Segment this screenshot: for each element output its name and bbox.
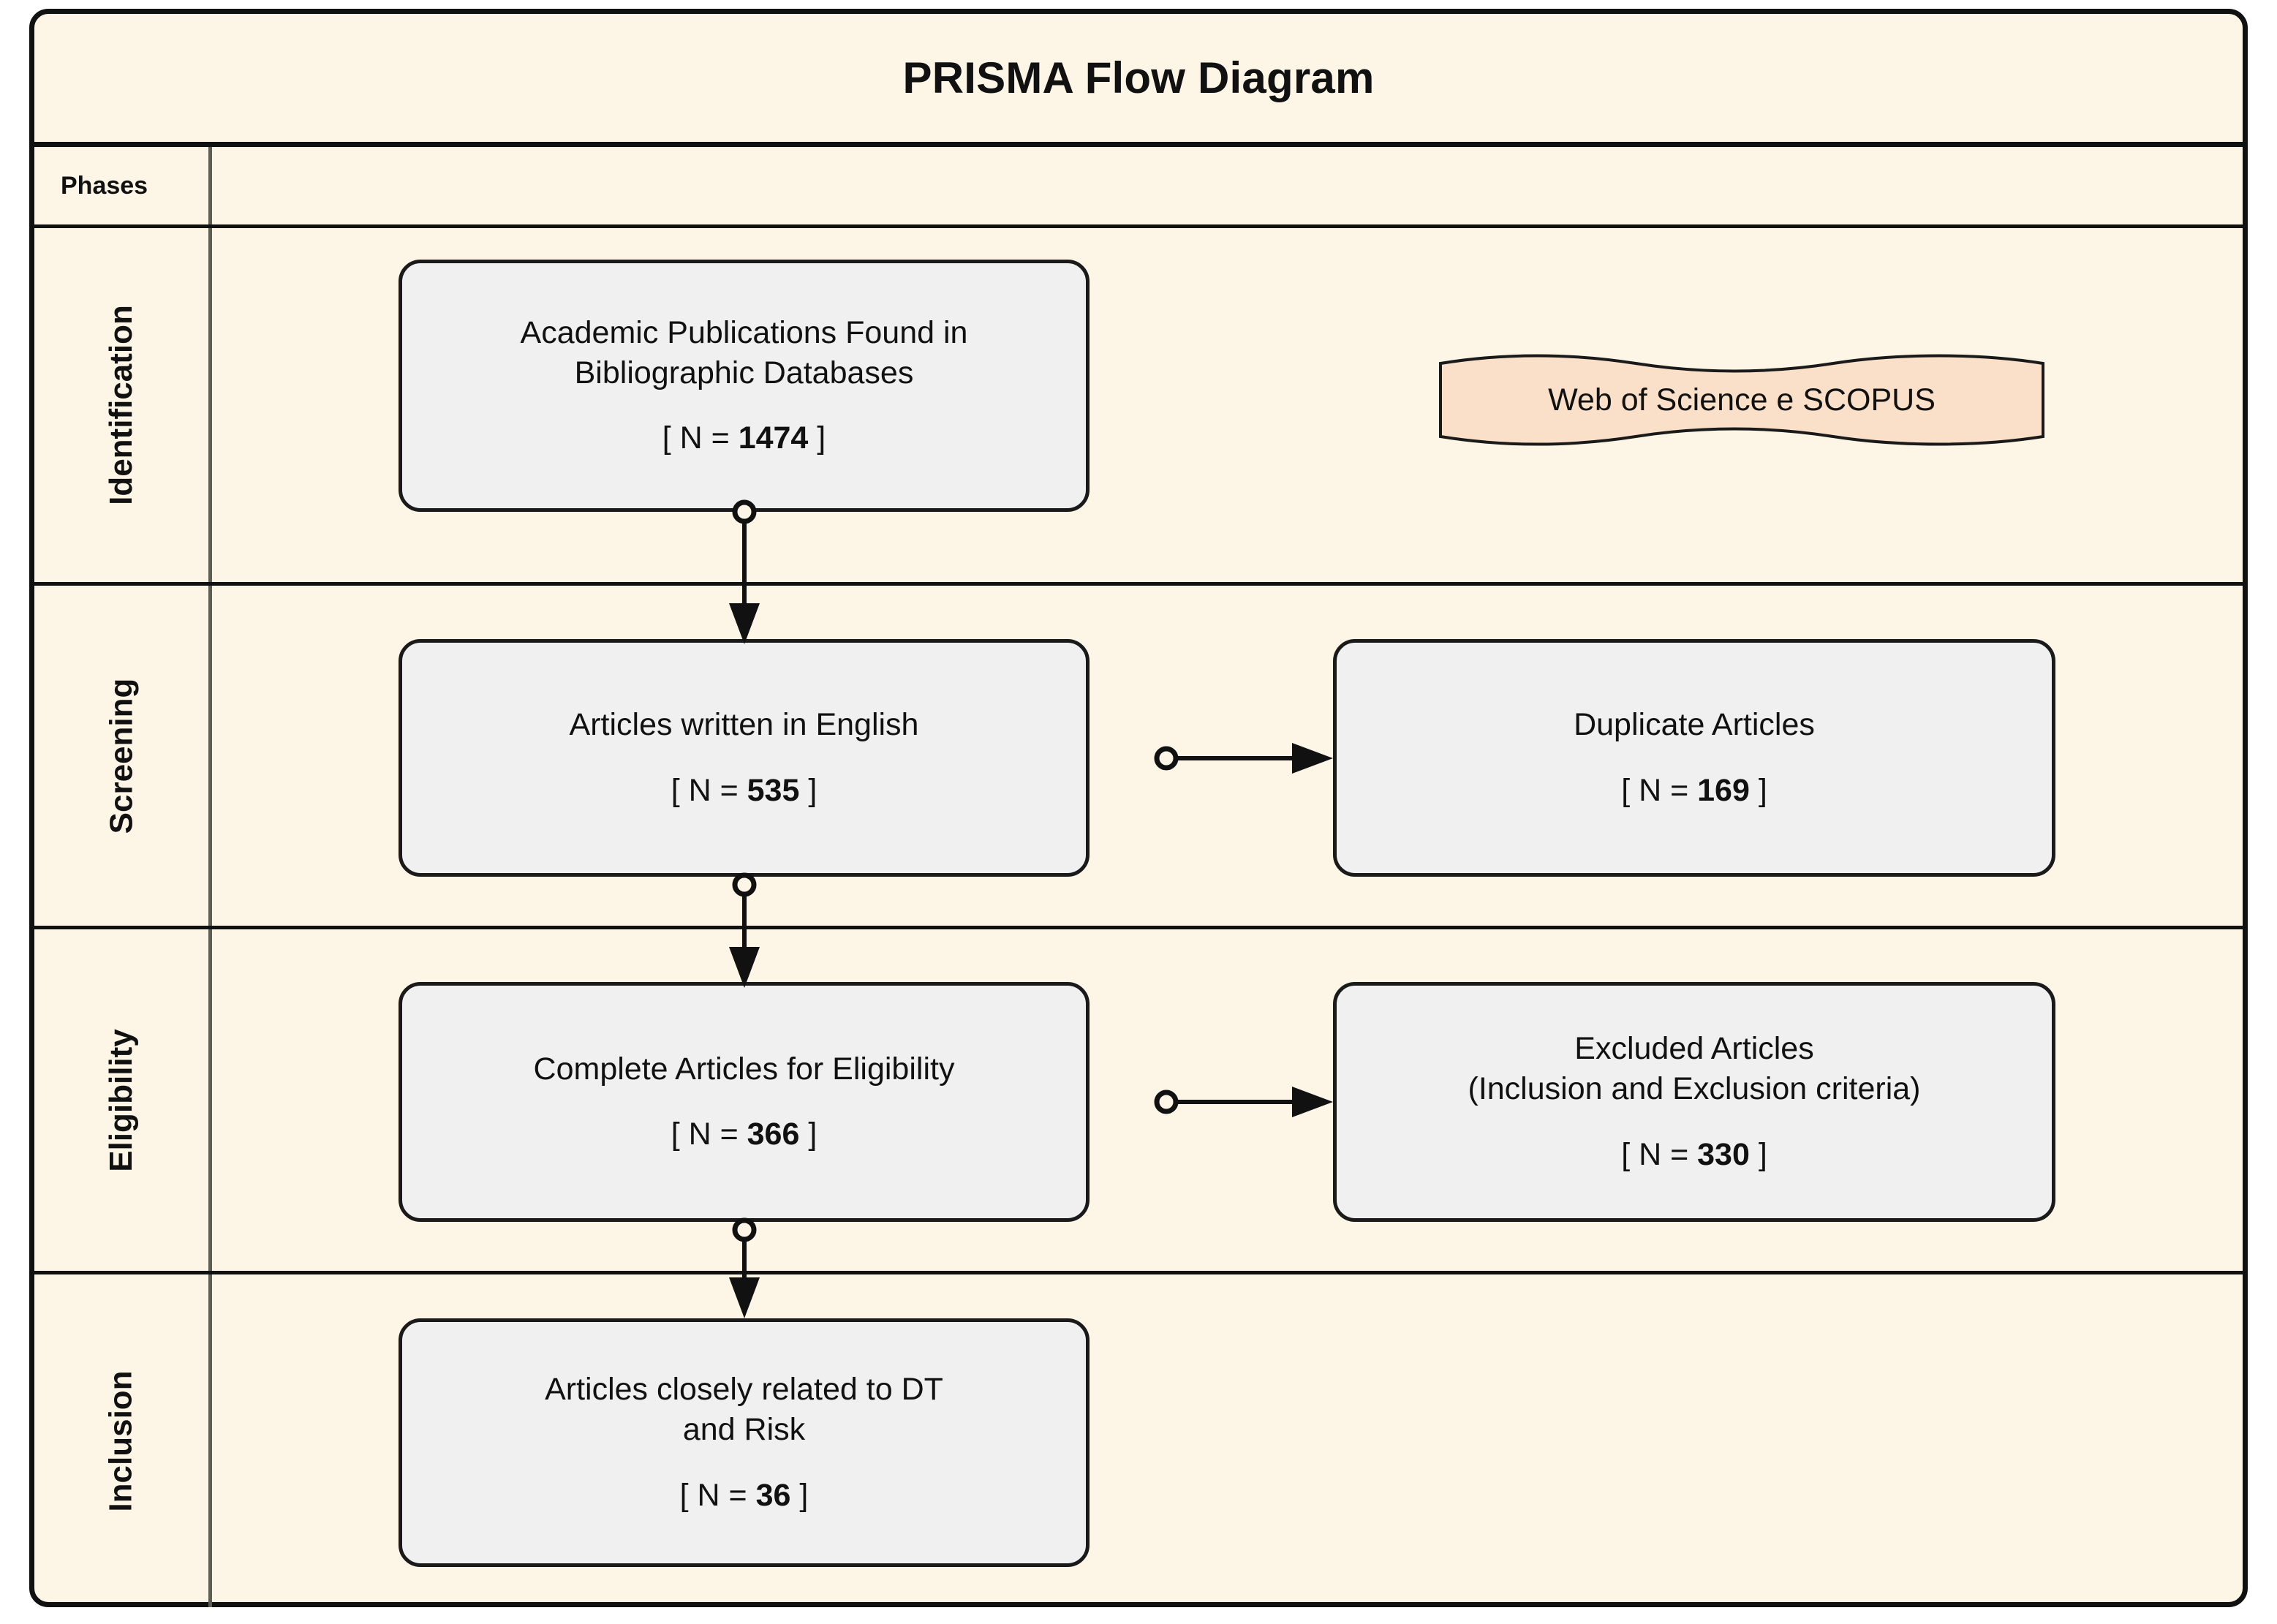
count-value: 169	[1697, 772, 1750, 808]
node-articles-english-title: Articles written in English	[569, 707, 919, 743]
count-prefix: [ N =	[1621, 1136, 1698, 1172]
node-complete-articles-eligibility[interactable]: Complete Articles for Eligibility [ N = …	[399, 982, 1090, 1222]
node-complete-articles-eligibility-title: Complete Articles for Eligibility	[533, 1051, 955, 1087]
phase-content-screening: Articles written in English [ N = 535 ] …	[212, 586, 2243, 926]
phase-label-cell-eligibility: Eligibility	[34, 929, 212, 1271]
phases-header-cell: Phases	[34, 147, 212, 224]
phase-label-cell-screening: Screening	[34, 586, 212, 926]
node-articles-dt-risk-title: Articles closely related to DT and Risk	[545, 1372, 943, 1448]
count-prefix: [ N =	[671, 772, 747, 808]
node-articles-english[interactable]: Articles written in English [ N = 535 ]	[399, 639, 1090, 877]
count-prefix: [ N =	[1621, 772, 1698, 808]
node-publications-found-title: Academic Publications Found in Bibliogra…	[520, 314, 968, 390]
wavy-document-icon	[1439, 354, 2044, 446]
count-prefix: [ N =	[662, 420, 739, 456]
count-value: 366	[747, 1117, 800, 1152]
node-excluded-articles-count: [ N = 330 ]	[1621, 1135, 1767, 1175]
phase-label-cell-identification: Identification	[34, 228, 212, 582]
count-value: 535	[747, 772, 800, 808]
phase-content-identification: Academic Publications Found in Bibliogra…	[212, 228, 2243, 582]
count-value: 36	[755, 1477, 791, 1513]
node-complete-articles-eligibility-count: [ N = 366 ]	[671, 1114, 817, 1155]
node-publications-found-count: [ N = 1474 ]	[662, 418, 826, 458]
diagram-title-band: PRISMA Flow Diagram	[34, 14, 2243, 147]
node-duplicate-articles[interactable]: Duplicate Articles [ N = 169 ]	[1333, 639, 2055, 877]
diagram-frame: PRISMA Flow Diagram Phases Identificatio…	[29, 9, 2248, 1607]
count-suffix: ]	[799, 772, 817, 808]
phase-content-inclusion: Articles closely related to DT and Risk …	[212, 1274, 2243, 1607]
count-value: 1474	[738, 420, 809, 456]
node-publications-found[interactable]: Academic Publications Found in Bibliogra…	[399, 260, 1090, 512]
count-suffix: ]	[799, 1117, 817, 1152]
phase-row-inclusion: Inclusion Articles closely related to DT…	[34, 1274, 2243, 1607]
phase-row-eligibility: Eligibility Complete Articles for Eligib…	[34, 929, 2243, 1274]
phases-header-content	[212, 147, 2243, 224]
count-prefix: [ N =	[679, 1477, 756, 1513]
phase-row-identification: Identification Academic Publications Fou…	[34, 228, 2243, 586]
node-articles-dt-risk-count: [ N = 36 ]	[680, 1476, 809, 1516]
phases-header-label: Phases	[61, 171, 148, 200]
phase-content-eligibility: Complete Articles for Eligibility [ N = …	[212, 929, 2243, 1271]
phase-label-eligibility: Eligibility	[102, 1028, 139, 1172]
page-title: PRISMA Flow Diagram	[902, 53, 1375, 102]
count-suffix: ]	[1749, 1136, 1767, 1172]
node-duplicate-articles-count: [ N = 169 ]	[1621, 771, 1767, 811]
count-prefix: [ N =	[671, 1117, 747, 1152]
source-databases-banner: Web of Science e SCOPUS	[1438, 352, 2045, 448]
phase-label-identification: Identification	[103, 305, 139, 505]
phase-row-screening: Screening Articles written in English [ …	[34, 586, 2243, 929]
node-articles-english-count: [ N = 535 ]	[671, 771, 817, 811]
node-duplicate-articles-title: Duplicate Articles	[1574, 707, 1815, 743]
phase-label-screening: Screening	[103, 678, 139, 834]
node-excluded-articles-title: Excluded Articles (Inclusion and Exclusi…	[1468, 1031, 1921, 1107]
count-suffix: ]	[808, 420, 826, 456]
node-articles-dt-risk[interactable]: Articles closely related to DT and Risk …	[399, 1318, 1090, 1567]
phases-header-row: Phases	[34, 147, 2243, 228]
count-suffix: ]	[1749, 772, 1767, 808]
count-suffix: ]	[790, 1477, 809, 1513]
node-excluded-articles[interactable]: Excluded Articles (Inclusion and Exclusi…	[1333, 982, 2055, 1222]
phase-label-cell-inclusion: Inclusion	[34, 1274, 212, 1607]
count-value: 330	[1697, 1136, 1750, 1172]
phase-label-inclusion: Inclusion	[103, 1370, 139, 1512]
